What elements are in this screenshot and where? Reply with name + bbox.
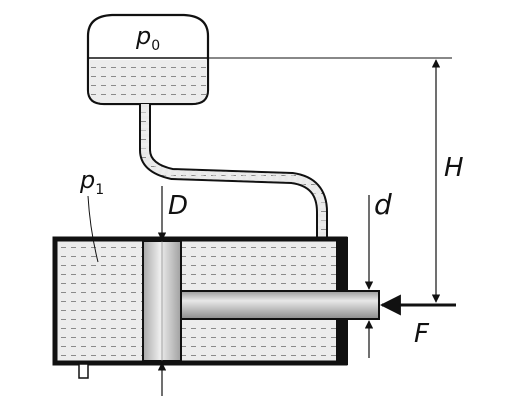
connecting-pipe [139,104,328,242]
label-D: D [168,191,188,221]
label-p1: p1 [79,166,104,198]
dimension-d [360,195,378,358]
drain-stub [78,363,89,379]
upper-tank [86,13,210,106]
piston-rod [180,290,380,320]
label-H: H [444,153,464,183]
label-d: d [374,188,392,221]
p1-leader-line [87,195,99,263]
label-F: F [414,319,430,349]
label-p0: p0 [135,22,160,54]
